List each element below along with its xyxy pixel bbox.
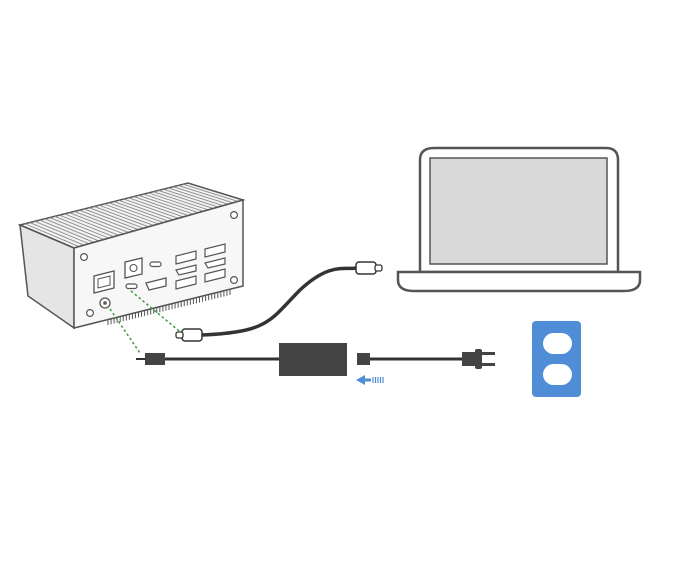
dock-icon xyxy=(20,183,243,328)
dc-in-pin xyxy=(103,301,107,305)
laptop-screen xyxy=(430,158,607,264)
ac-cord-connector xyxy=(357,353,370,365)
usb-c-upstream-port xyxy=(126,284,137,289)
usb-c-plug-laptop-tip xyxy=(375,265,382,271)
screw xyxy=(231,277,238,284)
screw xyxy=(87,310,94,317)
dc-plug xyxy=(145,353,165,365)
usb-c-port xyxy=(150,262,161,267)
screw xyxy=(231,212,238,219)
wall-outlet-icon xyxy=(532,321,581,397)
laptop-base xyxy=(398,272,640,291)
audio-jack xyxy=(130,265,137,272)
usb-c-plug-dock-end xyxy=(182,329,202,341)
power-adapter xyxy=(136,343,495,376)
power-brick-icon xyxy=(279,343,347,376)
outlet-plate xyxy=(532,321,581,397)
usb-c-plug-dock-tip xyxy=(176,332,183,338)
laptop-icon xyxy=(398,148,640,291)
screw xyxy=(81,254,88,261)
ac-plug-icon xyxy=(462,349,495,369)
outlet-socket-top xyxy=(543,333,572,354)
arrow-left-icon xyxy=(356,375,383,385)
usb-c-plug-laptop-end xyxy=(356,262,376,274)
outlet-socket-bottom xyxy=(543,364,572,385)
